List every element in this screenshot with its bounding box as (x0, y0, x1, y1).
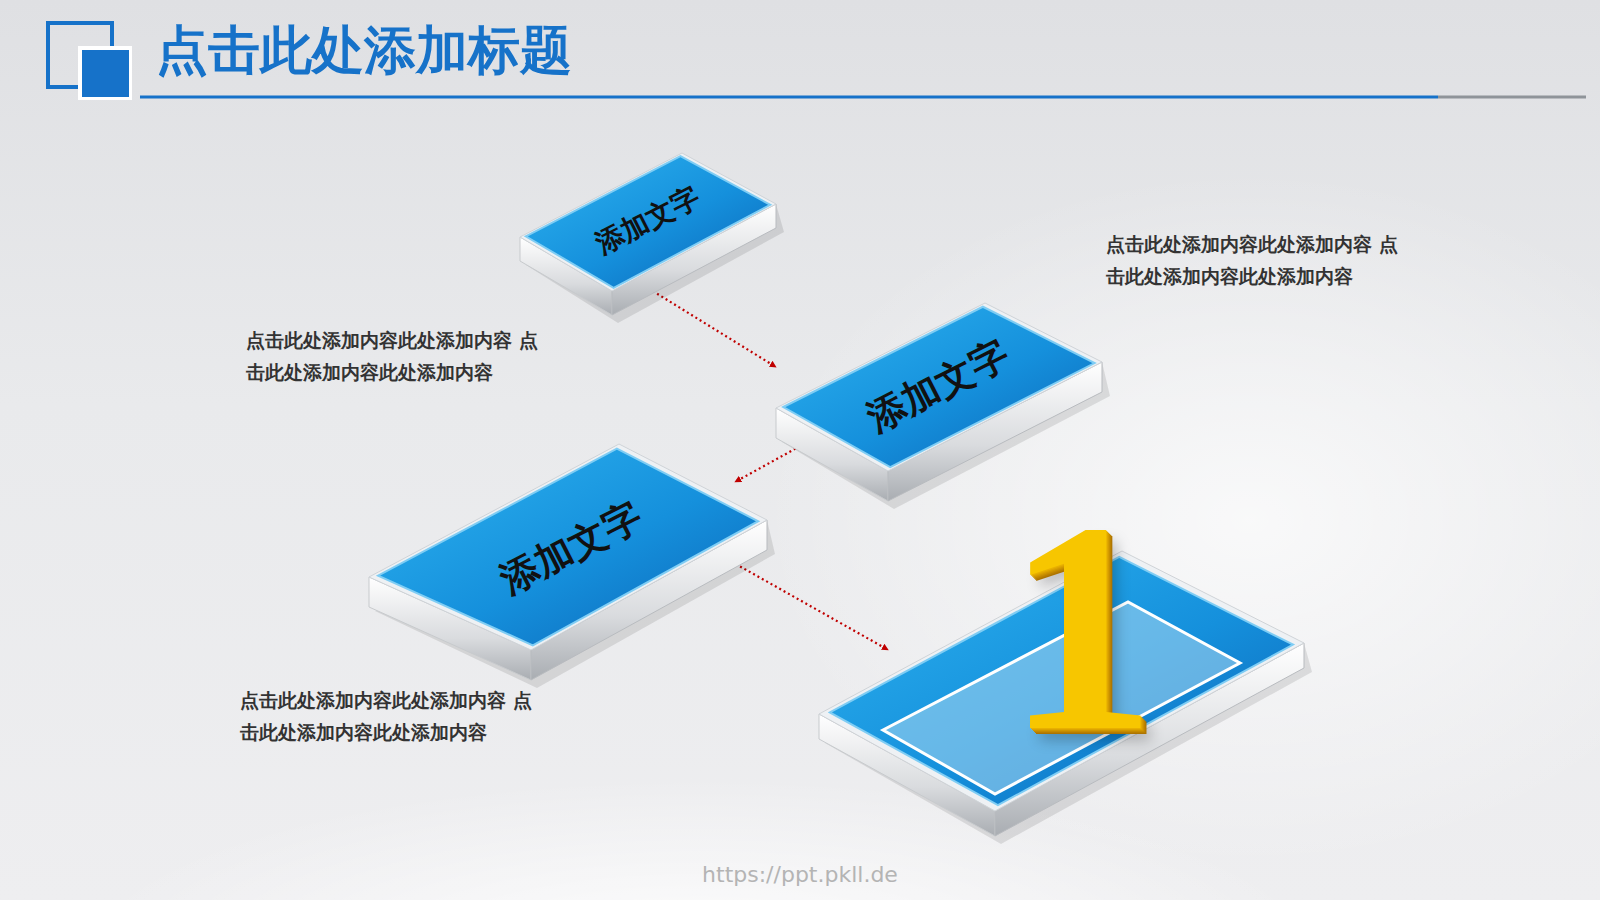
step-platform: 添加文字 (776, 300, 1104, 505)
slab-face (526, 156, 770, 288)
slide-title: 点击此处添加标题 (156, 22, 572, 79)
slab-face (378, 449, 758, 646)
title-rule (140, 96, 1438, 99)
description-text: 点击此处添加内容此处添加内容 点击此处添加内容此处添加内容 (246, 324, 538, 388)
title-rule-grey (1438, 96, 1586, 99)
slab-rim (520, 153, 776, 291)
flow-arrow (653, 291, 776, 367)
slab-rim (776, 303, 1102, 471)
step-platform: 添加文字 (520, 150, 778, 318)
icon-gap (78, 46, 132, 100)
big-number: 1 (1006, 477, 1156, 777)
icon-filled-square (82, 50, 129, 97)
description-text: 点击此处添加内容此处添加内容 点击此处添加内容此处添加内容 (240, 684, 532, 748)
slab-face (783, 307, 1094, 467)
description-text: 点击此处添加内容此处添加内容 点击此处添加内容此处添加内容 (1106, 228, 1398, 292)
number-platform: 1 (819, 515, 1306, 840)
step-platform: 添加文字 (369, 440, 769, 684)
flow-arrow (727, 559, 888, 650)
slab-rim (369, 444, 767, 650)
watermark: https://ppt.pkll.de (702, 862, 898, 887)
